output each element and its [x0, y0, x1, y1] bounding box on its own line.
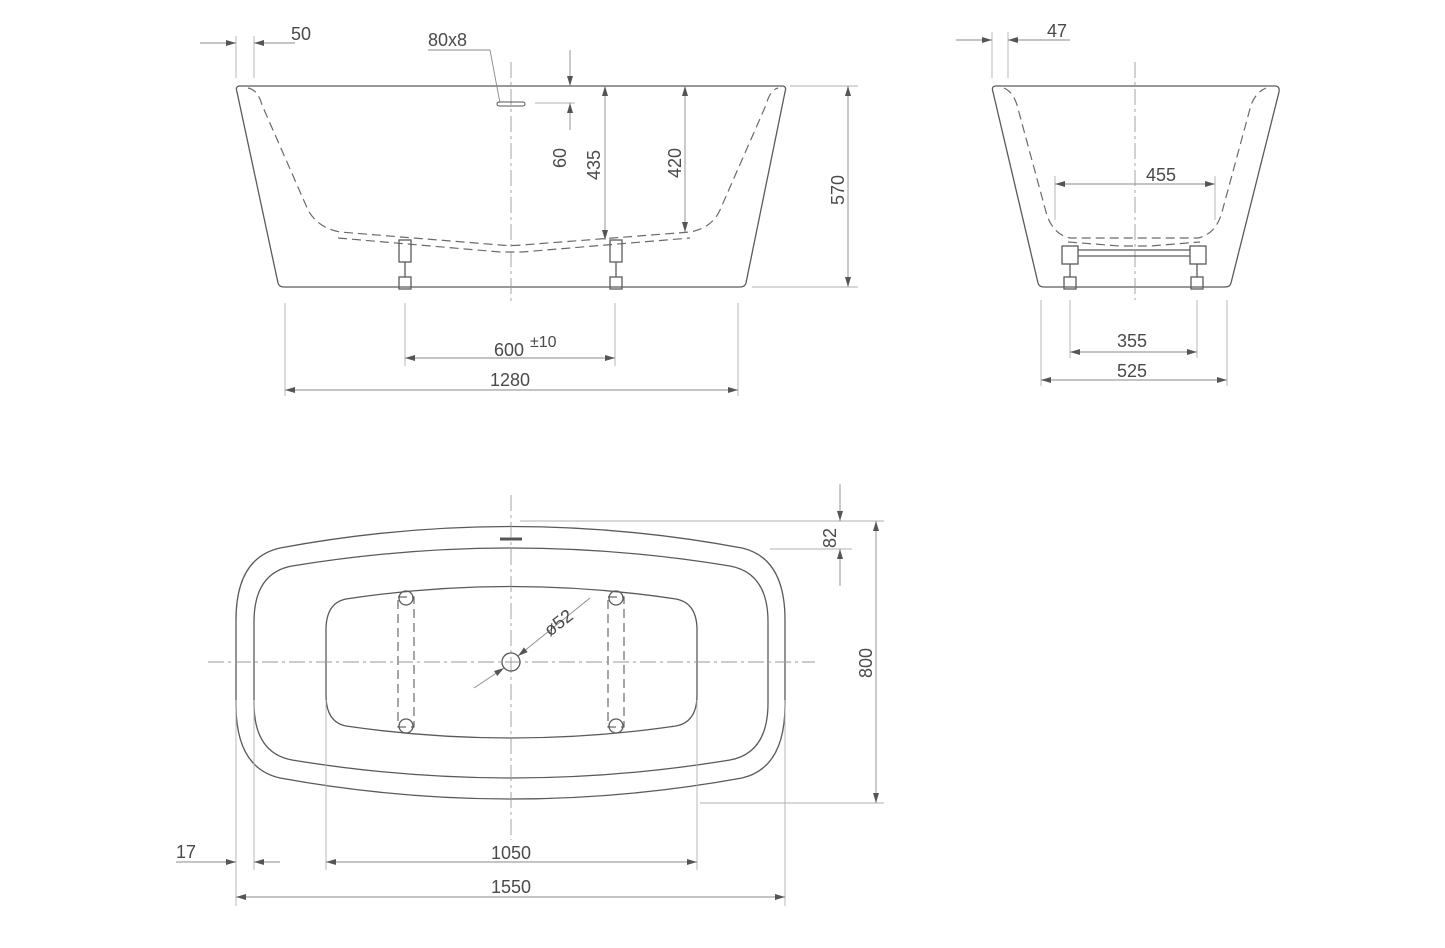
- dim-legs-front: 600: [494, 340, 524, 360]
- dim-legs-tolerance: ±10: [530, 334, 557, 351]
- side-view: 47 455 355 525: [956, 21, 1280, 386]
- dim-offset: 17: [176, 842, 196, 862]
- front-leg-left: [398, 239, 412, 290]
- front-view: 50 80x8 60 435 420 570 600 ±10 1280: [200, 24, 858, 396]
- top-outer-rim: [235, 525, 786, 800]
- dim-depth-outer: 435: [584, 150, 604, 180]
- drain-circle: [501, 652, 521, 672]
- top-inner-rim: [253, 547, 769, 779]
- front-outline: [235, 85, 787, 288]
- dim-height: 570: [828, 175, 848, 205]
- overflow-label: 80x8: [428, 30, 467, 50]
- top-view: ø52 82 800 17 1050 1550: [176, 484, 884, 906]
- top-basin: [325, 585, 698, 739]
- dim-wall-front: 50: [291, 24, 311, 44]
- dim-basin-length: 1050: [491, 843, 531, 863]
- front-inner-basin: [247, 87, 779, 247]
- side-inner-basin: [1003, 87, 1267, 239]
- dim-wall-side: 47: [1047, 21, 1067, 41]
- side-outline: [991, 85, 1280, 288]
- dim-depth-inner: 420: [665, 148, 685, 178]
- dim-legs-side: 355: [1117, 331, 1147, 351]
- overflow-slot: [496, 101, 526, 107]
- side-leg-frame: [1061, 245, 1207, 290]
- front-leg-right: [609, 239, 623, 290]
- dim-bottom-length: 1280: [490, 370, 530, 390]
- dim-width: 800: [856, 648, 876, 678]
- dim-inner-width: 455: [1146, 165, 1176, 185]
- dim-length: 1550: [491, 877, 531, 897]
- dim-bottom-width: 525: [1117, 361, 1147, 381]
- dim-rim: 82: [820, 528, 840, 548]
- side-basin-bottom: [1067, 241, 1201, 247]
- dim-overflow-height: 60: [550, 148, 570, 168]
- dim-drain-diameter: ø52: [540, 605, 577, 640]
